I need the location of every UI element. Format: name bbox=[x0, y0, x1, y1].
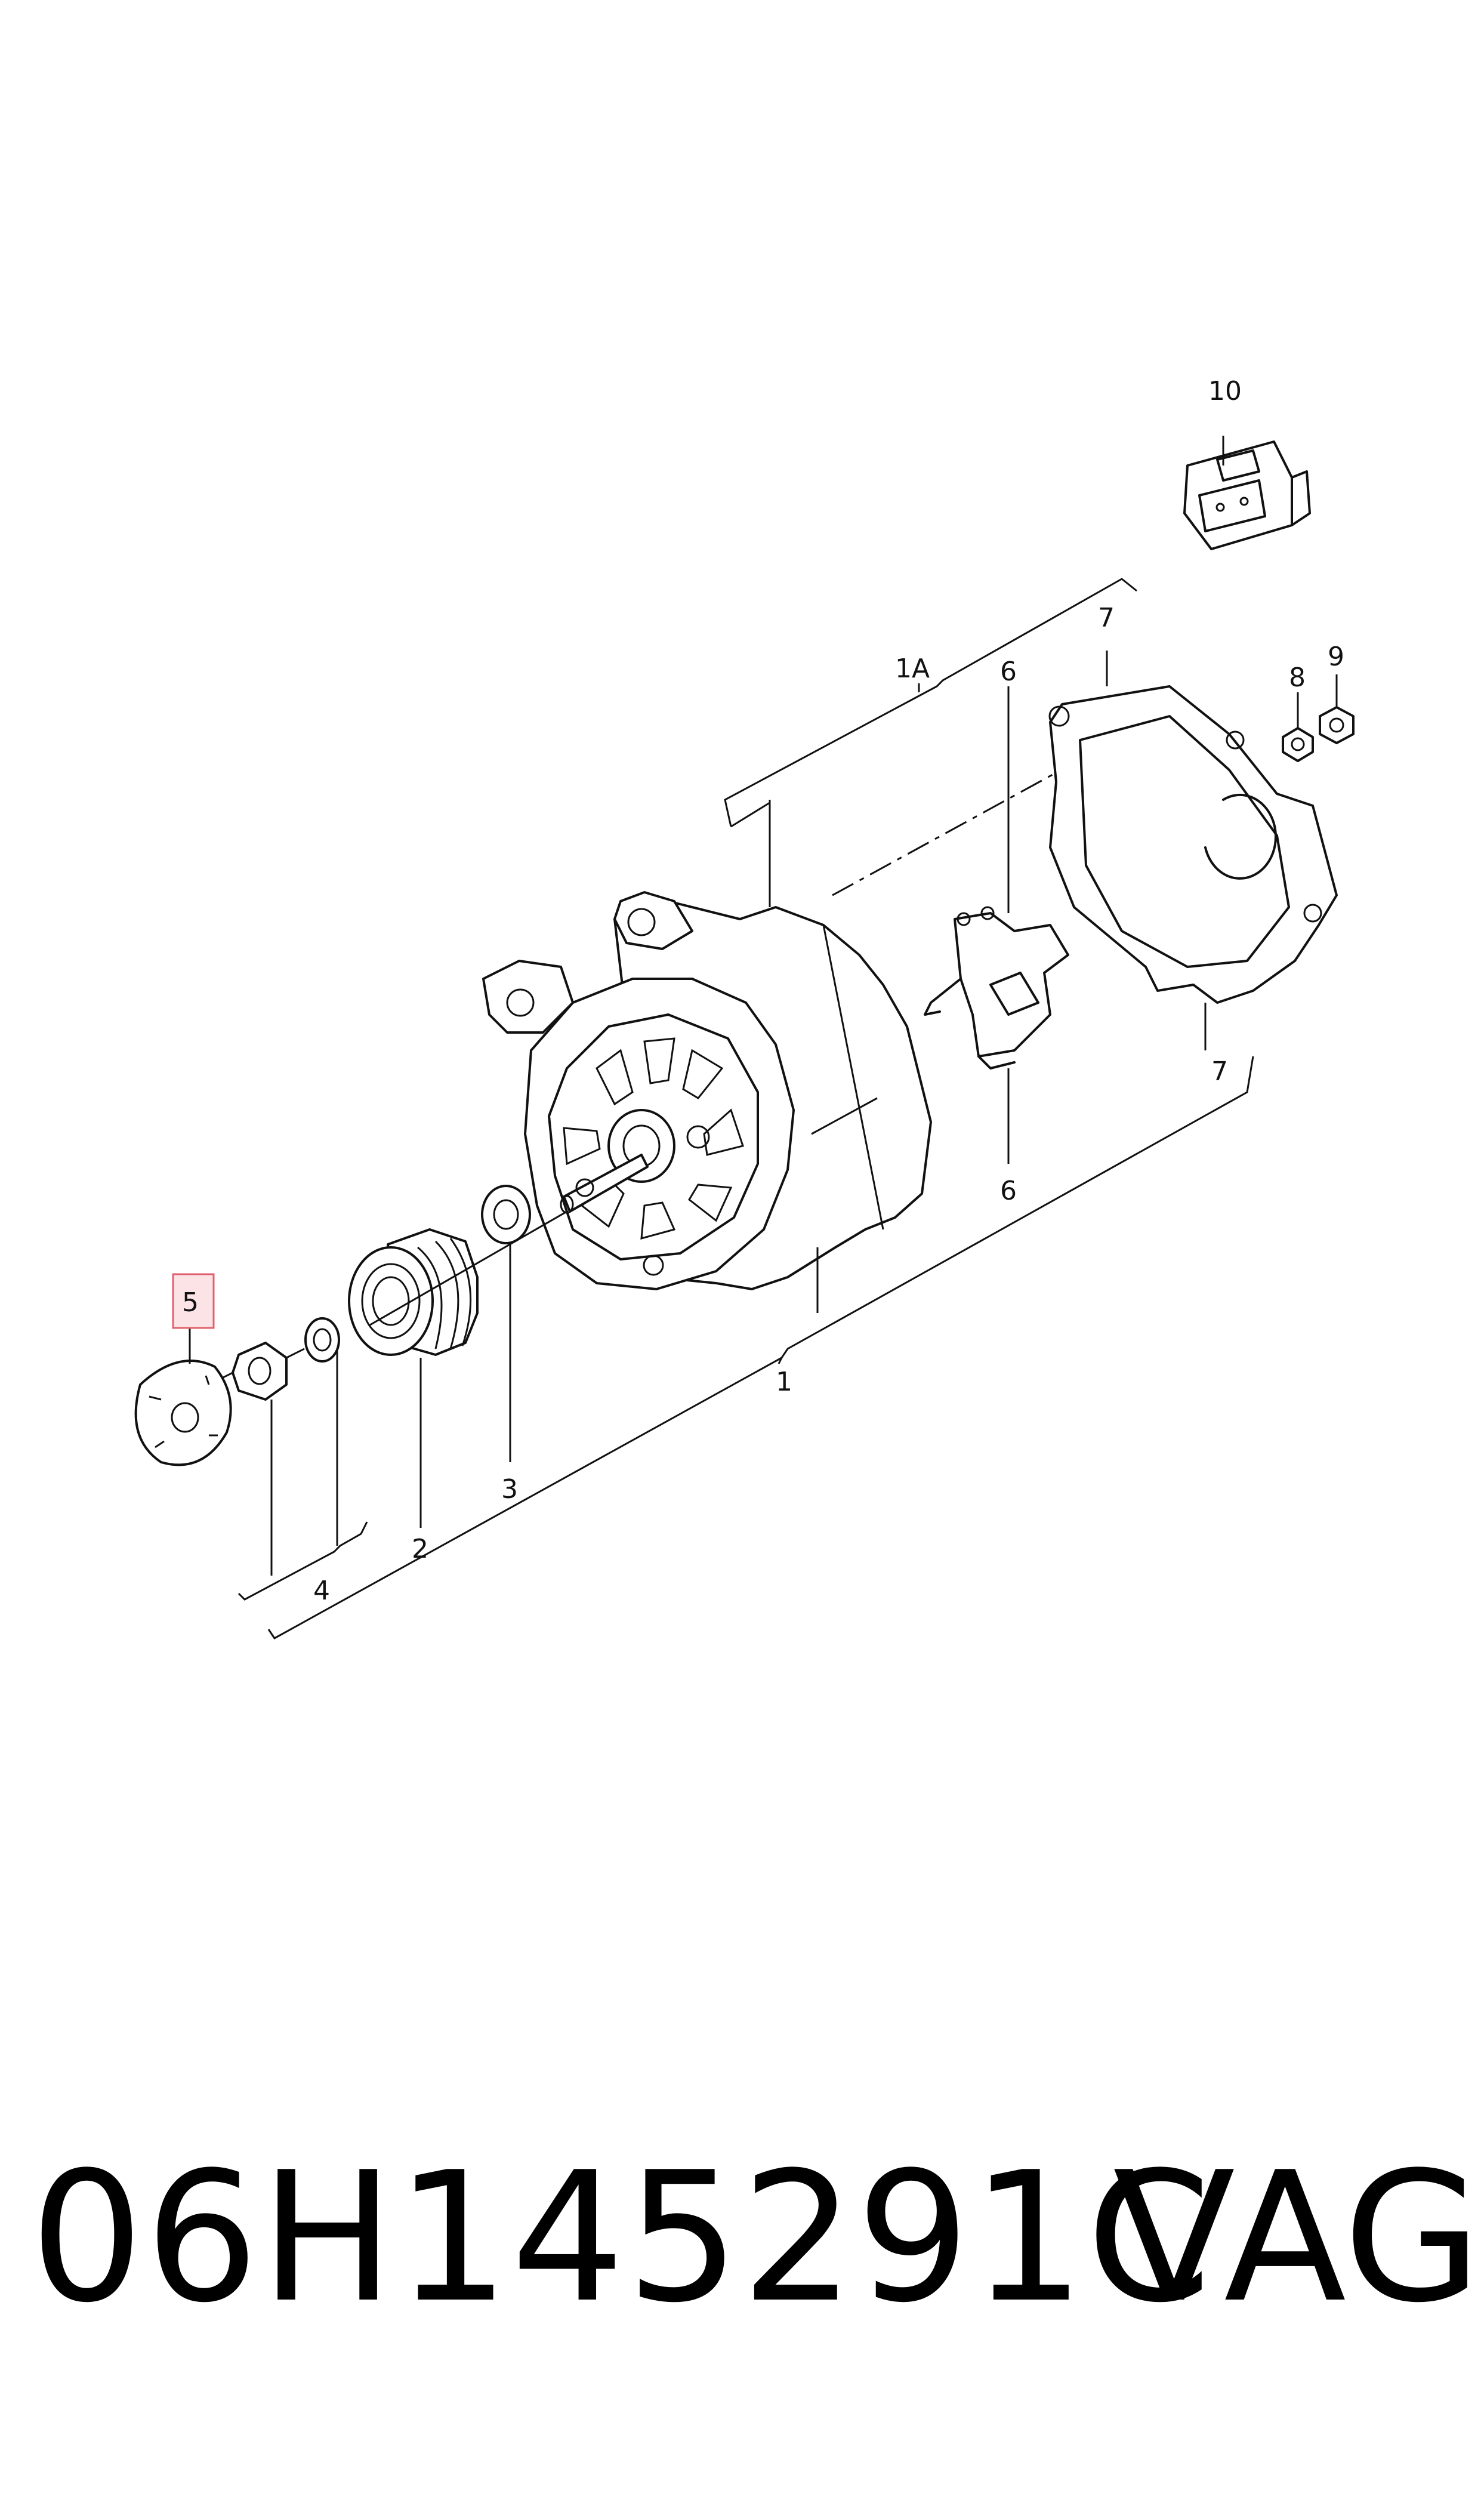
part-number: 06H145291C bbox=[30, 2134, 1213, 2342]
callout-8: 8 bbox=[1289, 662, 1306, 693]
cap-part-5 bbox=[134, 1328, 232, 1466]
pulley-part-2 bbox=[348, 1210, 567, 1528]
nut-part-8 bbox=[1282, 692, 1314, 762]
regulator-part-6 bbox=[924, 686, 1069, 1164]
assembly-bracket-1 bbox=[267, 1056, 1254, 1639]
callout-2: 2 bbox=[412, 1534, 428, 1564]
nut-part-4 bbox=[214, 1342, 305, 1576]
callout-1: 1 bbox=[776, 1367, 792, 1397]
callout-7-bottom: 7 bbox=[1211, 1056, 1228, 1087]
callout-6-top: 6 bbox=[1000, 657, 1017, 687]
callout-6-bottom: 6 bbox=[1000, 1176, 1017, 1206]
assembly-bracket-4 bbox=[237, 1521, 368, 1601]
connector-part-10 bbox=[1183, 436, 1311, 550]
callout-5: 5 bbox=[182, 1287, 199, 1318]
callout-5-highlight bbox=[172, 1273, 215, 1329]
assembly-bracket-1a bbox=[724, 578, 1137, 907]
alternator-part-1 bbox=[482, 891, 932, 1313]
callout-4: 4 bbox=[313, 1576, 330, 1606]
callout-10: 10 bbox=[1208, 376, 1242, 406]
footer: 06H145291C VAG bbox=[0, 2125, 1484, 2375]
callout-7-top: 7 bbox=[1098, 603, 1115, 633]
rear-cover-part-7 bbox=[1048, 685, 1338, 1050]
brand-name: VAG bbox=[1113, 2134, 1482, 2342]
callout-3: 3 bbox=[501, 1474, 518, 1505]
washer-part-4 bbox=[304, 1317, 340, 1546]
nut-part-9 bbox=[1319, 674, 1355, 744]
exploded-parts-diagram: 10 1A 7 7 8 9 bbox=[134, 376, 1355, 1639]
callout-9: 9 bbox=[1328, 642, 1344, 672]
spacer-part-3 bbox=[481, 1185, 531, 1462]
callout-1a: 1A bbox=[895, 654, 930, 684]
